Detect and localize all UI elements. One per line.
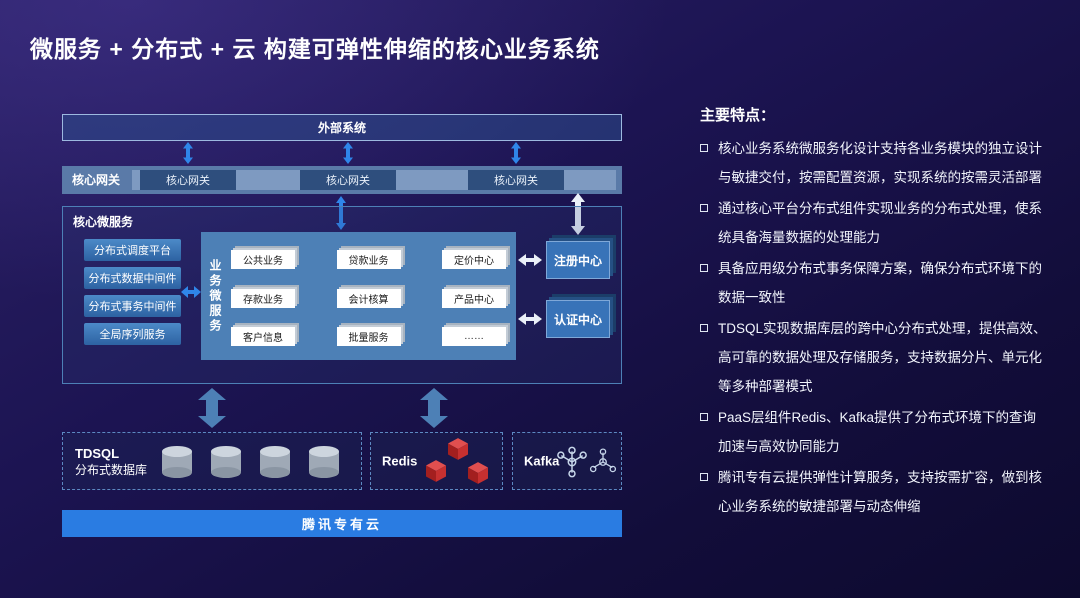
kafka-cluster-icon (589, 448, 617, 473)
gateway-item: 核心网关 (140, 170, 236, 190)
square-bullet-icon (700, 324, 708, 332)
database-icon (309, 446, 339, 478)
feature-item: TDSQL实现数据库层的跨中心分布式处理，提供高效、高可靠的数据处理及存储服务，… (700, 314, 1048, 401)
feature-text: TDSQL实现数据库层的跨中心分布式处理，提供高效、高可靠的数据处理及存储服务，… (718, 321, 1047, 394)
feature-item: 通过核心平台分布式组件实现业务的分布式处理，使系统具备海量数据的处理能力 (700, 194, 1048, 252)
gateway-row: 核心网关 核心网关 核心网关 核心网关 (62, 166, 622, 194)
service-card: 产品中心 (442, 288, 506, 308)
database-icons (158, 445, 343, 479)
double-arrow-icon (511, 142, 521, 164)
double-arrow-icon (571, 193, 585, 235)
cube-icon (448, 438, 468, 460)
square-bullet-icon (700, 413, 708, 421)
features-heading: 主要特点： (700, 107, 776, 124)
square-bullet-icon (700, 264, 708, 272)
tencent-cloud-bar: 腾讯专有云 (62, 510, 622, 537)
feature-item: 腾讯专有云提供弹性计算服务，支持按需扩容，做到核心业务系统的敏捷部署与动态伸缩 (700, 463, 1048, 521)
tdsql-name: TDSQL (75, 446, 120, 461)
feature-text: 核心业务系统微服务化设计支持各业务模块的独立设计与敏捷交付，按需配置资源，实现系… (718, 141, 1042, 185)
middleware-box: 全局序列服务 (84, 323, 181, 345)
kafka-cluster-icons (556, 445, 617, 479)
feature-text: 腾讯专有云提供弹性计算服务，支持按需扩容，做到核心业务系统的敏捷部署与动态伸缩 (718, 470, 1042, 514)
square-bullet-icon (700, 473, 708, 481)
registry-center-box: 注册中心 (546, 241, 610, 279)
middleware-box: 分布式调度平台 (84, 239, 181, 261)
service-card: 公共业务 (231, 250, 295, 269)
database-icon (211, 446, 241, 478)
feature-text: 通过核心平台分布式组件实现业务的分布式处理，使系统具备海量数据的处理能力 (718, 201, 1042, 245)
tdsql-box: TDSQL 分布式数据库 (62, 432, 362, 490)
double-arrow-icon (518, 254, 542, 266)
double-arrow-icon (343, 142, 353, 164)
square-bullet-icon (700, 204, 708, 212)
gateway-label: 核心网关 (72, 173, 121, 187)
kafka-label: Kafka (524, 453, 560, 469)
tdsql-label: TDSQL 分布式数据库 (75, 445, 147, 479)
square-bullet-icon (700, 144, 708, 152)
database-icon (260, 446, 290, 478)
business-services-panel: 业务微服务 公共业务 贷款业务 定价中心 存款业务 会计核算 产品中心 客户信息… (201, 232, 516, 360)
service-card: 会计核算 (336, 288, 401, 308)
gateway-item: 核心网关 (468, 170, 564, 190)
double-arrow-icon (518, 313, 542, 325)
block-double-arrow-icon (420, 388, 448, 428)
service-card: 定价中心 (442, 250, 506, 269)
business-services-label: 业务微服务 (209, 258, 222, 333)
auth-center-box: 认证中心 (546, 300, 610, 338)
services-grid: 公共业务 贷款业务 定价中心 存款业务 会计核算 产品中心 客户信息 批量服务 … (231, 250, 506, 346)
page-title: 微服务 + 分布式 + 云 构建可弹性伸缩的核心业务系统 (30, 36, 600, 62)
kafka-box: Kafka (512, 432, 622, 490)
feature-item: 核心业务系统微服务化设计支持各业务模块的独立设计与敏捷交付，按需配置资源，实现系… (700, 134, 1048, 192)
service-card: 存款业务 (231, 288, 295, 308)
core-microservices-label: 核心微服务 (73, 215, 134, 229)
feature-item: 具备应用级分布式事务保障方案，确保分布式环境下的数据一致性 (700, 254, 1048, 312)
feature-item: PaaS层组件Redis、Kafka提供了分布式环境下的查询加速与高效协同能力 (700, 403, 1048, 461)
gateway-item: 核心网关 (300, 170, 396, 190)
redis-label: Redis (382, 453, 418, 469)
double-arrow-icon (181, 286, 201, 298)
block-double-arrow-icon (198, 388, 226, 428)
feature-text: PaaS层组件Redis、Kafka提供了分布式环境下的查询加速与高效协同能力 (718, 410, 1037, 454)
database-icon (162, 446, 192, 478)
kafka-cluster-icon (557, 446, 587, 478)
cube-icon (468, 462, 488, 484)
double-arrow-icon (336, 196, 346, 230)
redis-cube-icons (420, 438, 498, 488)
cube-icon (426, 460, 446, 482)
service-card: …… (442, 327, 506, 346)
double-arrow-icon (183, 142, 193, 164)
service-card: 批量服务 (336, 327, 401, 346)
middleware-box: 分布式数据中间件 (84, 267, 181, 289)
service-card: 客户信息 (231, 327, 295, 346)
middleware-box: 分布式事务中间件 (84, 295, 181, 317)
tdsql-desc: 分布式数据库 (75, 463, 148, 477)
external-system-box: 外部系统 (62, 114, 622, 141)
feature-text: 具备应用级分布式事务保障方案，确保分布式环境下的数据一致性 (718, 261, 1042, 305)
features-list: 核心业务系统微服务化设计支持各业务模块的独立设计与敏捷交付，按需配置资源，实现系… (700, 134, 1048, 523)
service-card: 贷款业务 (336, 250, 401, 269)
redis-box: Redis (370, 432, 503, 490)
external-system-label: 外部系统 (317, 121, 366, 135)
